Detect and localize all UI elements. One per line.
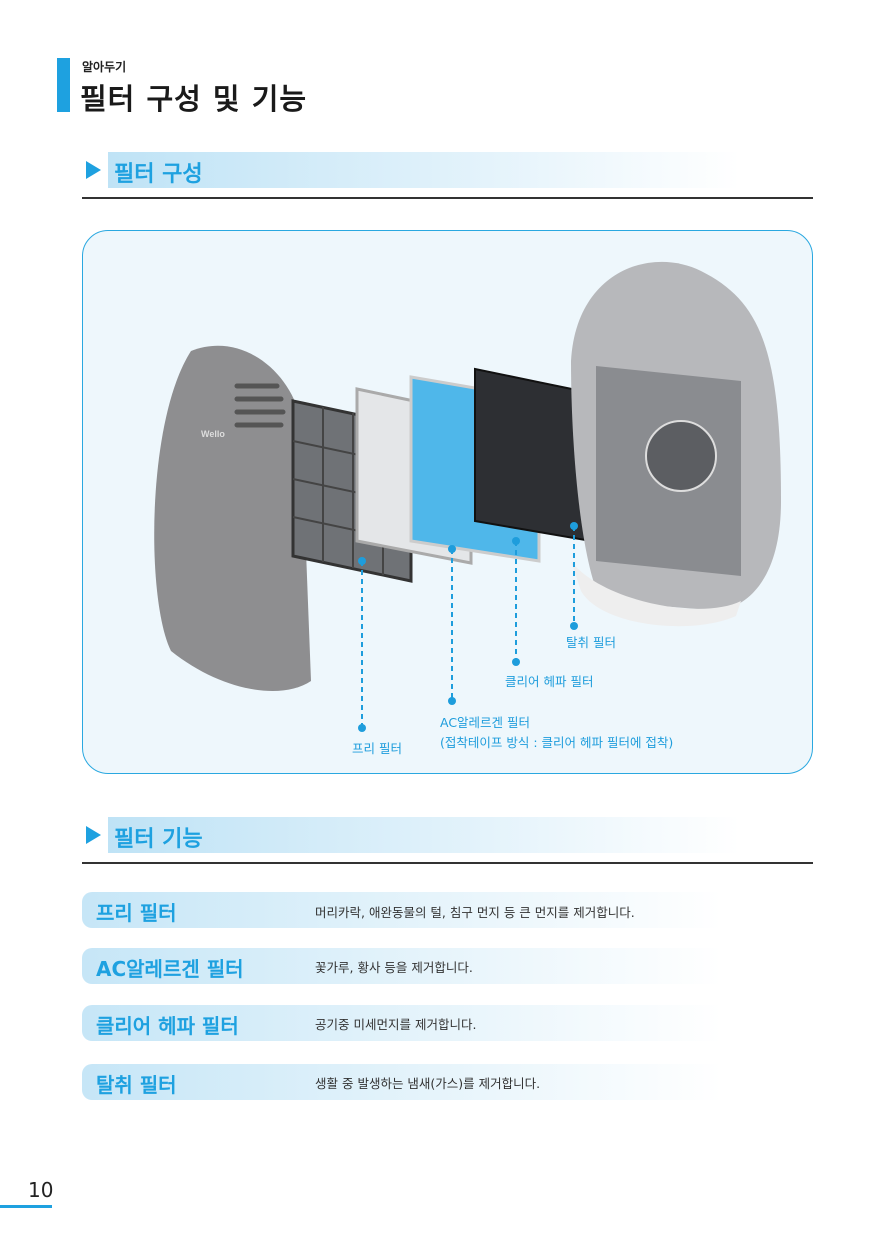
function-name: 프리 필터	[96, 901, 177, 925]
header-kicker: 알아두기	[82, 60, 127, 74]
function-row	[82, 1064, 722, 1100]
function-row	[82, 948, 722, 984]
function-row	[82, 1005, 722, 1041]
front-cover	[154, 345, 311, 691]
function-name: 탈취 필터	[96, 1073, 177, 1097]
function-desc: 꽃가루, 황사 등을 제거합니다.	[315, 960, 473, 975]
page-number-underline	[0, 1205, 52, 1208]
header-accent-bar	[57, 58, 70, 112]
fan	[645, 420, 717, 492]
cover-vent	[234, 383, 286, 428]
triangle-bullet-icon	[86, 161, 101, 179]
function-row	[82, 892, 722, 928]
filter-illustration: Wello	[82, 230, 813, 774]
label-pre-filter: 프리 필터	[352, 741, 402, 756]
function-desc: 생활 중 발생하는 냄새(가스)를 제거합니다.	[315, 1076, 541, 1091]
label-deodorizing-filter: 탈취 필터	[566, 635, 616, 650]
section-heading-filter-function: 필터 기능	[108, 817, 740, 853]
page-title: 필터 구성 및 기능	[80, 82, 308, 116]
section-heading-filter-composition: 필터 구성	[108, 152, 740, 188]
function-desc: 공기중 미세먼지를 제거합니다.	[315, 1017, 477, 1032]
function-name: 클리어 헤파 필터	[96, 1014, 239, 1038]
function-name: AC알레르겐 필터	[96, 957, 244, 981]
triangle-bullet-icon	[86, 826, 101, 844]
function-desc: 머리카락, 애완동물의 털, 침구 먼지 등 큰 먼지를 제거합니다.	[315, 905, 635, 920]
label-ac-filter-note: (접착테이프 방식 : 클리어 헤파 필터에 접착)	[440, 735, 674, 750]
brand-logo: Wello	[201, 429, 225, 439]
page-number: 10	[28, 1178, 54, 1202]
label-ac-filter: AC알레르겐 필터	[440, 715, 531, 730]
section-divider	[82, 862, 813, 864]
section-divider	[82, 197, 813, 199]
label-hepa-filter: 클리어 헤파 필터	[505, 674, 594, 689]
exploded-purifier-diagram: Wello	[154, 261, 781, 732]
